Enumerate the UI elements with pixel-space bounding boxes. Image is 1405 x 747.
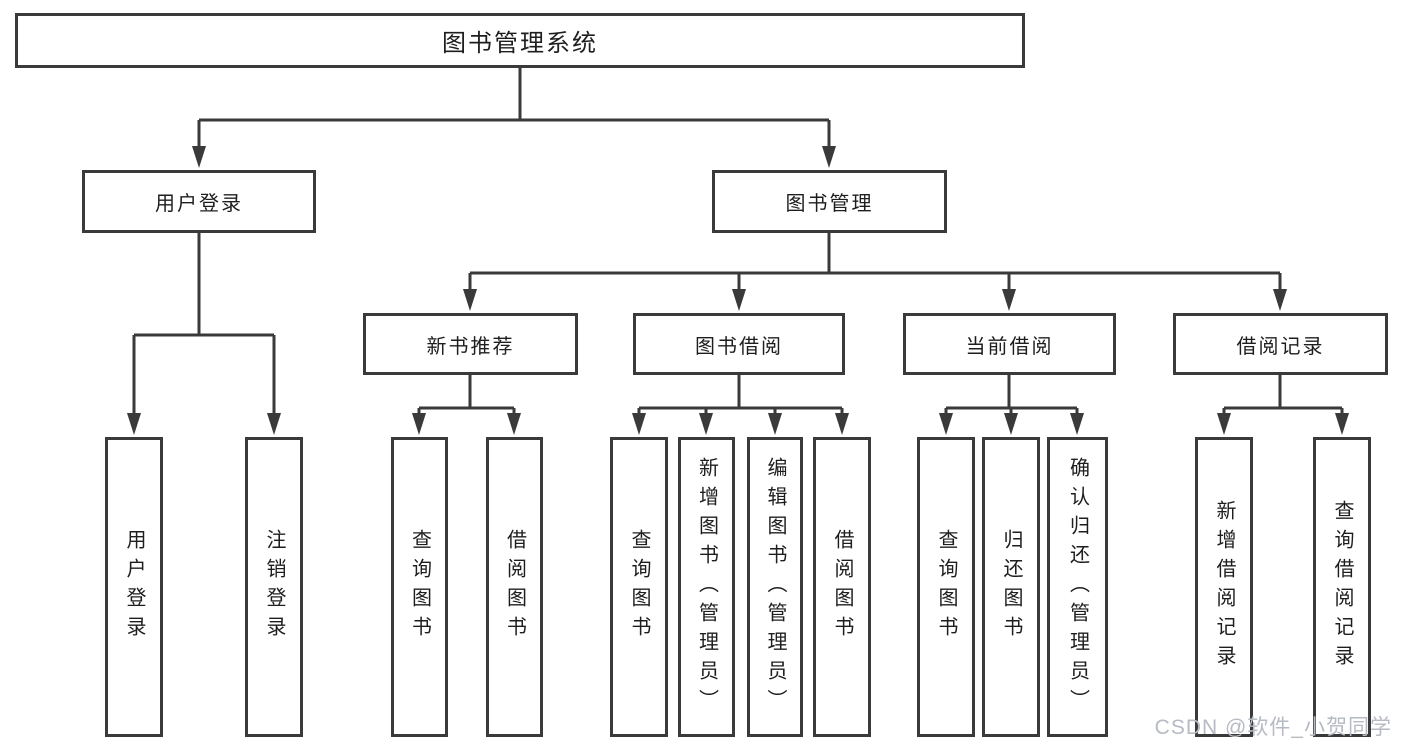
node-borrowing-records: 借阅记录 xyxy=(1173,313,1388,375)
leaf-logout-label: 注销登录 xyxy=(263,529,285,645)
leaf-add-borrow-record-label: 新增借阅记录 xyxy=(1213,500,1235,674)
arrowhead-icon xyxy=(939,413,953,435)
leaf-newbook-query-books-label: 查询图书 xyxy=(408,529,431,645)
arrowhead-icon xyxy=(1070,413,1084,435)
leaf-newbook-borrow-books-label: 借阅图书 xyxy=(503,529,526,645)
node-borrowing-records-label: 借阅记录 xyxy=(1236,335,1325,358)
connector-new-book-rec xyxy=(417,375,516,420)
leaf-add-books-admin: 新增图书（管理员） xyxy=(678,437,735,737)
leaf-borrowing-query-books: 查询图书 xyxy=(610,437,668,737)
leaf-current-query-books: 查询图书 xyxy=(917,437,975,737)
leaf-confirm-return-admin-label: 确认归还（管理员） xyxy=(1066,456,1089,718)
leaf-current-query-books-label: 查询图书 xyxy=(935,529,957,645)
arrowhead-icon xyxy=(267,413,281,435)
node-root-label: 图书管理系统 xyxy=(442,30,598,57)
leaf-edit-books-admin: 编辑图书（管理员） xyxy=(747,437,803,737)
leaf-user-login-label: 用户登录 xyxy=(123,529,145,645)
node-user-login-label: 用户登录 xyxy=(155,193,243,215)
connector-user-login xyxy=(132,233,276,420)
leaf-confirm-return-admin: 确认归还（管理员） xyxy=(1047,437,1108,737)
arrowhead-icon xyxy=(632,413,646,435)
leaf-borrowing-query-books-label: 查询图书 xyxy=(628,529,650,645)
leaf-logout: 注销登录 xyxy=(245,437,303,737)
node-root: 图书管理系统 xyxy=(15,13,1025,68)
arrowhead-icon xyxy=(507,413,521,435)
arrowheads xyxy=(127,146,1349,435)
leaf-borrowing-borrow-books: 借阅图书 xyxy=(813,437,871,737)
arrowhead-icon xyxy=(768,413,782,435)
leaf-query-borrow-record: 查询借阅记录 xyxy=(1313,437,1371,737)
connector-borrow-records xyxy=(1222,375,1344,420)
leaf-newbook-borrow-books: 借阅图书 xyxy=(486,437,543,737)
node-book-management-label: 图书管理 xyxy=(785,193,874,215)
leaf-add-books-admin-label: 新增图书（管理员） xyxy=(695,456,718,718)
node-book-borrowing: 图书借阅 xyxy=(633,313,845,375)
node-user-login: 用户登录 xyxy=(82,170,316,233)
arrowhead-icon xyxy=(1002,289,1016,311)
node-book-borrowing-label: 图书借阅 xyxy=(695,335,783,358)
leaf-borrowing-borrow-books-label: 借阅图书 xyxy=(831,529,853,645)
arrowhead-icon xyxy=(1217,413,1231,435)
node-current-borrowing-label: 当前借阅 xyxy=(965,335,1054,358)
connector-book-management xyxy=(468,233,1282,295)
arrowhead-icon xyxy=(127,413,141,435)
arrowhead-icon xyxy=(412,413,426,435)
leaf-user-login: 用户登录 xyxy=(105,437,163,737)
leaf-add-borrow-record: 新增借阅记录 xyxy=(1195,437,1253,737)
arrowhead-icon xyxy=(192,146,206,168)
leaf-query-borrow-record-label: 查询借阅记录 xyxy=(1331,500,1353,674)
arrowhead-icon xyxy=(463,289,477,311)
leaf-edit-books-admin-label: 编辑图书（管理员） xyxy=(764,456,786,718)
node-new-book-recommendation: 新书推荐 xyxy=(363,313,578,375)
arrowhead-icon xyxy=(822,146,836,168)
arrowhead-icon xyxy=(1273,289,1287,311)
arrowhead-icon xyxy=(699,413,713,435)
leaf-newbook-query-books: 查询图书 xyxy=(391,437,448,737)
node-book-management: 图书管理 xyxy=(712,170,947,233)
connector-book-borrow xyxy=(637,375,844,420)
leaf-return-books-label: 归还图书 xyxy=(1000,529,1022,645)
connector-root xyxy=(197,68,831,150)
node-new-book-recommendation-label: 新书推荐 xyxy=(426,335,515,358)
csdn-watermark: CSDN @软件_小贺同学 xyxy=(1154,716,1392,739)
arrowhead-icon xyxy=(1004,413,1018,435)
arrowhead-icon xyxy=(732,289,746,311)
arrowhead-icon xyxy=(1335,413,1349,435)
leaf-return-books: 归还图书 xyxy=(982,437,1040,737)
node-current-borrowing: 当前借阅 xyxy=(903,313,1116,375)
arrowhead-icon xyxy=(835,413,849,435)
